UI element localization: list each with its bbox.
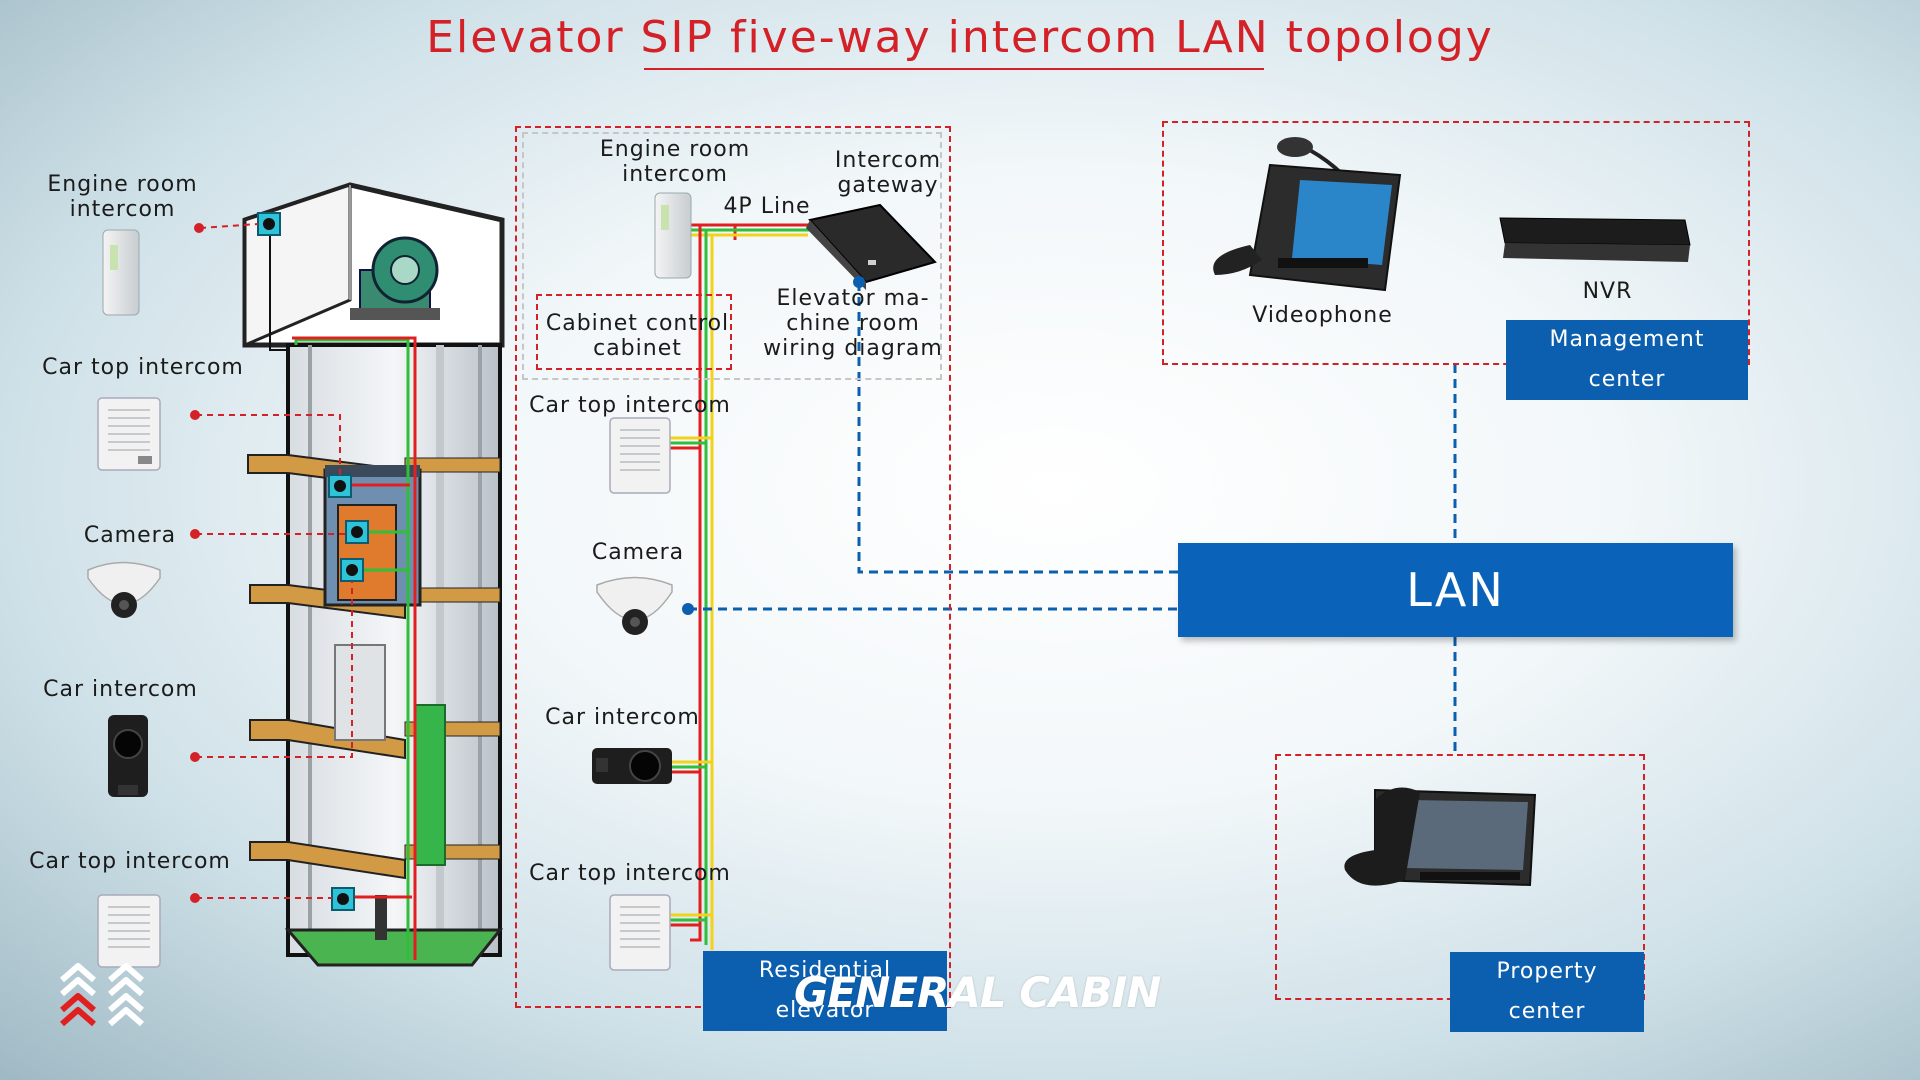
left-car-intercom-icon xyxy=(108,715,148,797)
left-car-top-intercom-icon xyxy=(97,397,161,471)
brand-wordmark: GENERAL CABIN xyxy=(794,968,1161,1017)
property-center-tag: Property center xyxy=(1450,952,1644,1032)
four-p-line-label: 4P Line xyxy=(723,194,811,219)
wiring-car-intercom-label: Car intercom xyxy=(545,705,700,730)
elevator-shaft-illustration xyxy=(242,182,505,967)
left-car-intercom-label: Car intercom xyxy=(43,677,198,702)
left-engine-room-intercom-label: Engine room intercom xyxy=(47,172,198,222)
residential-elevator-tag: Residential elevator xyxy=(703,951,947,1031)
wiring-car-intercom-icon xyxy=(592,748,672,784)
intercom-gateway-icon xyxy=(806,203,937,290)
machine-room-box xyxy=(522,132,942,380)
nvr-icon xyxy=(1499,217,1691,262)
nvr-label: NVR xyxy=(1582,279,1633,304)
wiring-car-top-intercom-2-icon xyxy=(609,894,671,971)
wiring-car-top-intercom-2-label: Car top intercom xyxy=(529,861,731,886)
left-car-top-intercom-2-icon xyxy=(97,894,161,968)
brand-logo-icon xyxy=(60,963,144,1027)
machine-room-wiring-label: Elevator ma- chine room wiring diagram xyxy=(763,286,943,361)
left-car-top-intercom-label: Car top intercom xyxy=(42,355,244,380)
videophone-label: Videophone xyxy=(1252,303,1393,328)
cabinet-control-cabinet-label: Cabinet control cabinet xyxy=(545,311,730,361)
wiring-car-top-intercom-label: Car top intercom xyxy=(529,393,731,418)
lan-box: LAN xyxy=(1178,543,1733,637)
left-camera-label: Camera xyxy=(83,523,177,548)
left-engine-room-intercom-icon xyxy=(102,229,140,316)
page-title: Elevator SIP five-way intercom LAN topol… xyxy=(426,12,1494,63)
wiring-engine-room-intercom-label: Engine room intercom xyxy=(599,137,751,187)
left-camera-icon xyxy=(87,561,161,618)
cabinet-control-box xyxy=(536,294,732,370)
wiring-car-top-intercom-icon xyxy=(609,417,671,494)
intercom-gateway-label: Intercom gateway xyxy=(834,148,942,198)
management-center-tag: Management center xyxy=(1506,320,1748,400)
title-underline xyxy=(644,68,1264,70)
left-car-top-intercom-2-label: Car top intercom xyxy=(29,849,231,874)
wiring-engine-room-intercom-icon xyxy=(654,192,692,279)
wiring-camera-icon xyxy=(596,576,673,635)
wiring-camera-label: Camera xyxy=(591,540,685,565)
management-center-box xyxy=(1162,121,1750,365)
property-center-phone-icon xyxy=(1344,787,1537,887)
videophone-icon xyxy=(1213,137,1402,292)
